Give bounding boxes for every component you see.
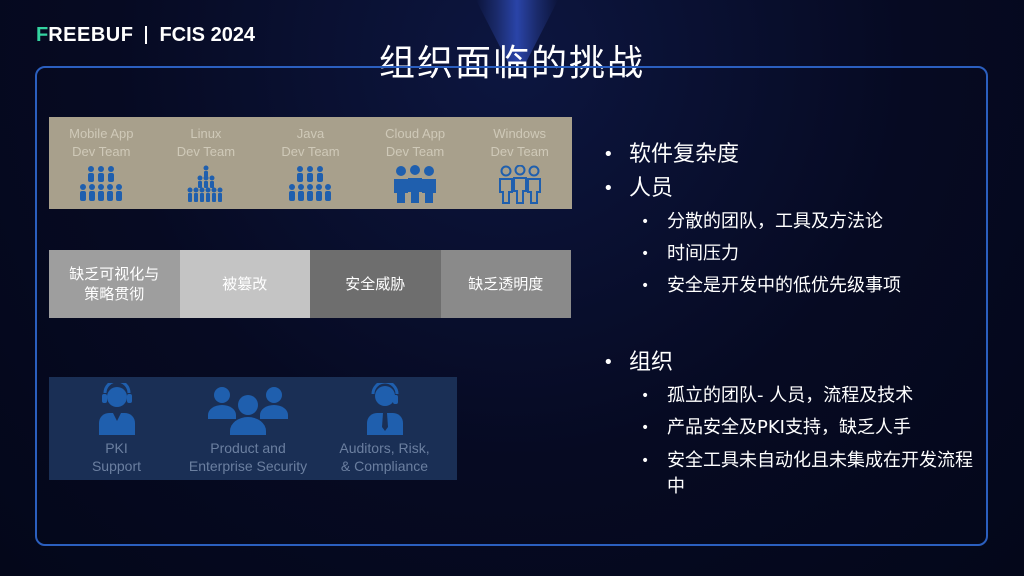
bullet-organization: 组织 [603,346,983,380]
team-label: Windows Dev Team [490,126,549,159]
team-windows: Windows Dev Team [467,117,572,209]
sub-bullet: 安全是开发中的低优先级事项 [603,270,983,302]
bullet-people: 人员 [603,172,983,206]
challenge-transparency: 缺乏透明度 [440,250,571,318]
group-product-security: Product and Enterprise Security [184,377,312,480]
team-label: Mobile App Dev Team [69,126,134,159]
group-pki-support: PKI Support [49,377,184,480]
sub-bullet: 安全工具未自动化且未集成在开发流程中 [603,448,983,500]
team-label: Cloud App Dev Team [385,126,446,159]
team-mobile-app: Mobile App Dev Team [49,117,154,209]
bullet-software-complexity: 软件复杂度 [603,138,983,172]
challenge-bullets: 软件复杂度 人员 分散的团队，工具及方法论 时间压力 安全是开发中的低优先级事项… [603,138,983,500]
sub-bullet: 产品安全及PKI支持，缺乏人手 [603,412,983,444]
team-icon [208,387,288,435]
people-group-icon [80,166,123,201]
group-label: Product and Enterprise Security [188,440,308,474]
auditor-icon [366,383,403,435]
group-auditors: Auditors, Risk, & Compliance [312,377,457,480]
logo-divider [145,26,148,44]
dev-teams-band: Mobile App Dev Team Linux Dev Team [49,117,572,209]
challenges-band: 缺乏可视化与 策略贯彻 被篡改 安全威胁 缺乏透明度 [49,250,571,318]
people-group-icon [289,166,332,201]
challenge-tampering: 被篡改 [179,250,310,318]
people-pyramid-icon [187,165,223,202]
support-groups-band: PKI Support Product and Enterprise Secur… [49,377,457,480]
content-frame [35,66,988,546]
people-trio-solid-icon [394,165,437,203]
sub-bullet: 时间压力 [603,238,983,270]
team-cloud-app: Cloud App Dev Team [363,117,468,209]
event-logo: FREEBUF FCIS 2024 [36,22,255,48]
challenge-visibility: 缺乏可视化与 策略贯彻 [49,250,180,318]
sub-bullet: 分散的团队，工具及方法论 [603,206,983,238]
support-agent-icon [98,383,135,435]
fcis-logo: FCIS 2024 [159,23,256,46]
group-label: Auditors, Risk, & Compliance [339,440,430,474]
team-java: Java Dev Team [258,117,363,209]
team-label: Java Dev Team [281,126,340,159]
team-label: Linux Dev Team [176,126,236,159]
slide-title: 组织面临的挑战 [378,43,645,84]
team-linux: Linux Dev Team [154,117,259,209]
challenge-security-threat: 安全威胁 [310,250,441,318]
group-label: PKI Support [91,440,142,474]
spacer [603,302,983,346]
freebuf-logo: FREEBUF [36,23,134,46]
people-trio-outline-icon [498,165,541,204]
sub-bullet: 孤立的团队- 人员，流程及技术 [603,380,983,412]
